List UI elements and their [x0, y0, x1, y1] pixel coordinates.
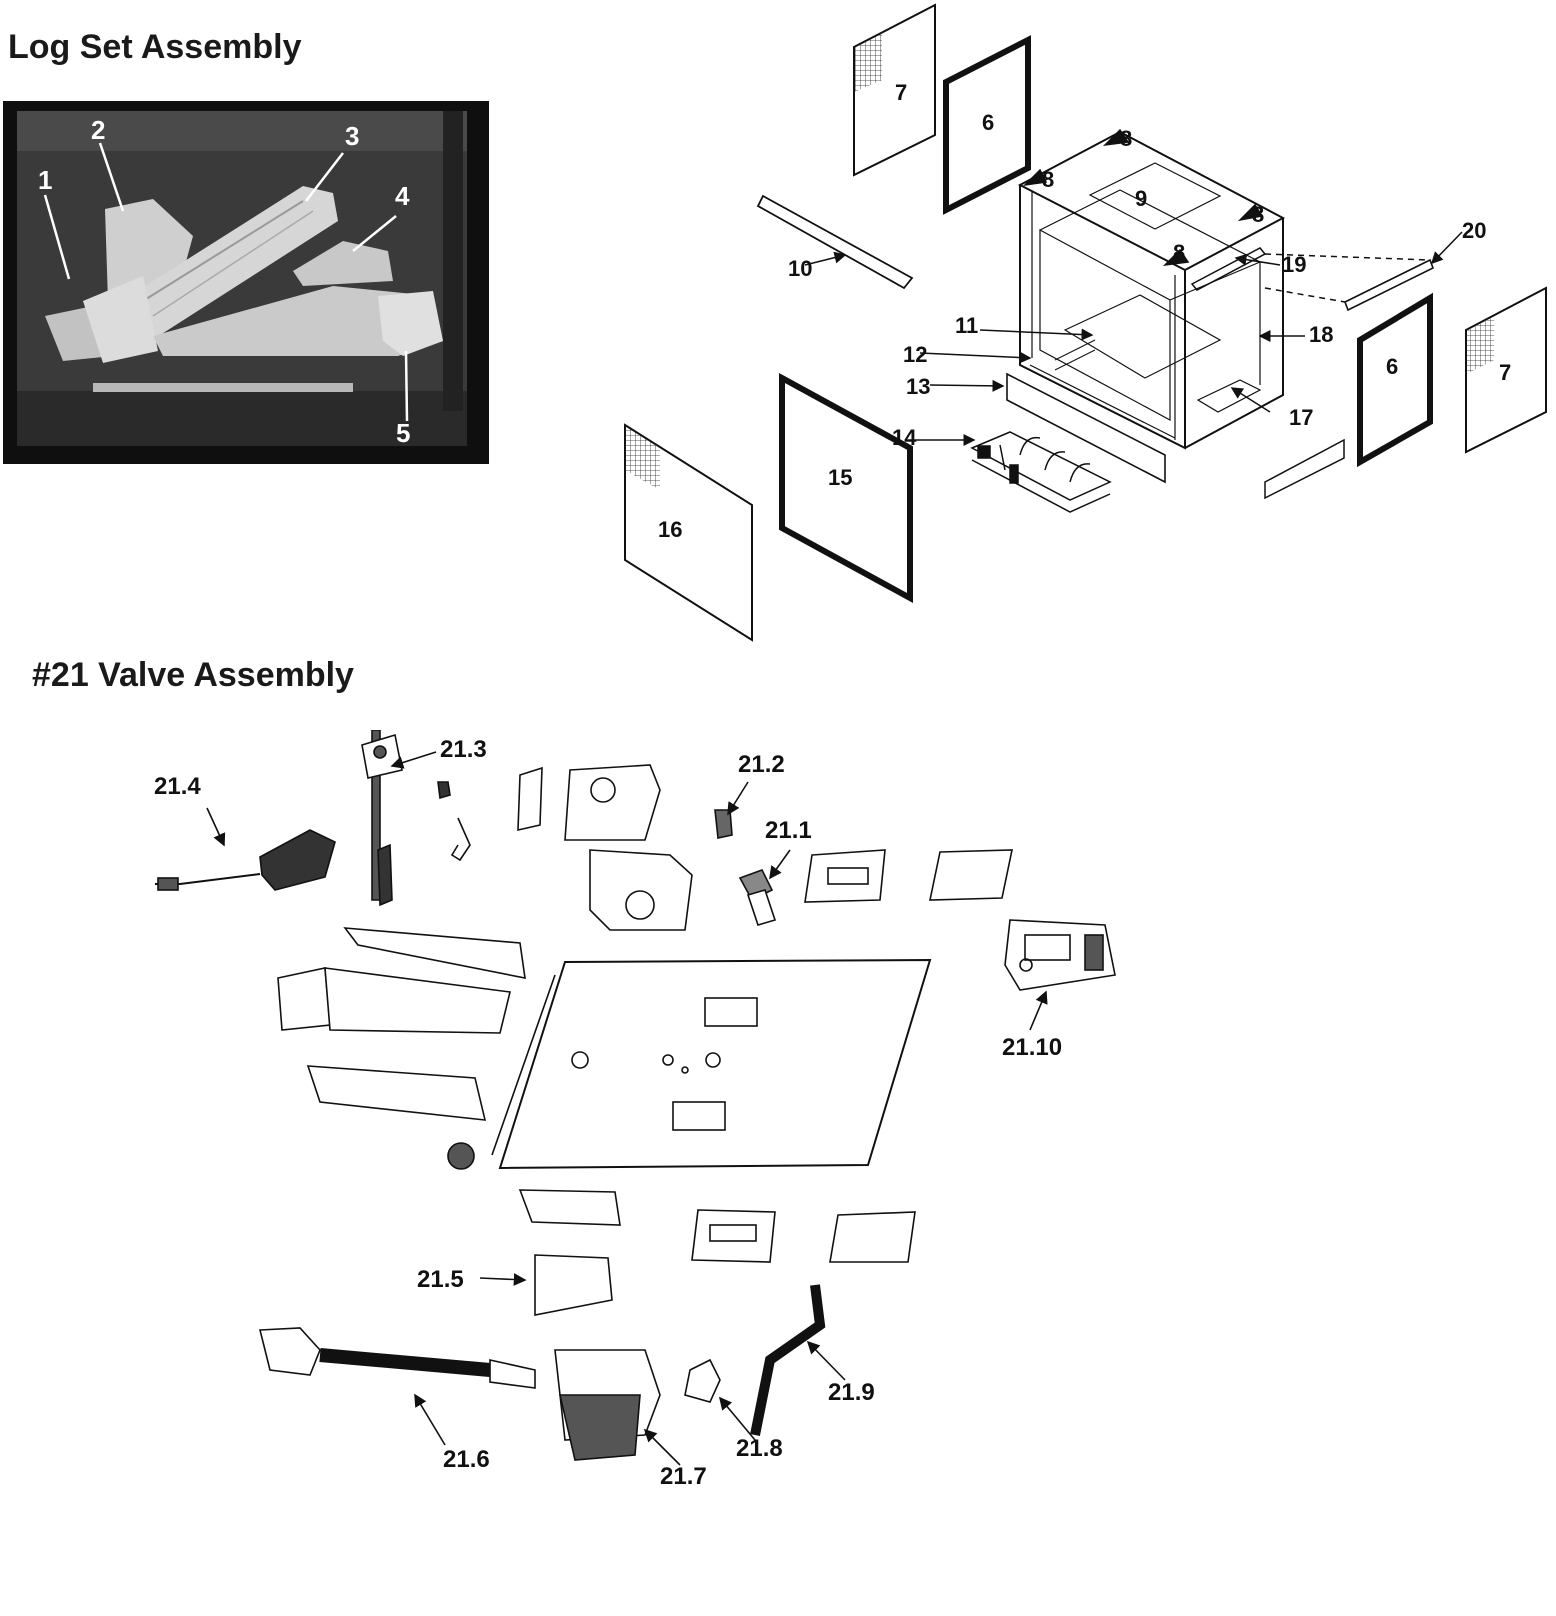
- valve-base-plate: [491, 958, 932, 1170]
- callout-7-top: 7: [895, 80, 907, 105]
- photo-callout-5: 5: [396, 418, 410, 448]
- trim-20: [1343, 258, 1435, 312]
- callout-21-1: 21.1: [765, 817, 812, 844]
- callout-21-6: 21.6: [443, 1446, 490, 1473]
- burner-tray-14: [970, 431, 1112, 513]
- callout-6-right: 6: [1386, 354, 1398, 379]
- tube-21-9: [750, 1284, 826, 1436]
- photo-callout-3: 3: [345, 121, 359, 151]
- callout-14: 14: [892, 425, 917, 450]
- callout-21-4: 21.4: [154, 773, 201, 800]
- callout-11: 11: [955, 313, 978, 338]
- log-part-4: [293, 241, 393, 286]
- log-set-photo: 1 2 3 4 5: [3, 101, 489, 464]
- valve-assembly-heading: #21 Valve Assembly: [32, 656, 354, 694]
- callout-13: 13: [906, 374, 930, 399]
- elbow-21-8: [684, 1358, 721, 1403]
- callout-17: 17: [1289, 405, 1313, 430]
- valve-assembly-diagram: 21.3 21.4 21.2 21.1 21.10 21.5 21.6 21.7…: [154, 730, 1116, 1490]
- igniter-21-3: [361, 730, 403, 907]
- gasket-6-top: [943, 35, 1031, 215]
- callout-9: 9: [1135, 186, 1147, 211]
- callout-8-d: 8: [1173, 240, 1185, 265]
- callout-6-top: 6: [982, 110, 994, 135]
- callout-12: 12: [903, 342, 927, 367]
- control-module-21-10: [1004, 919, 1116, 991]
- rail-10: [756, 194, 914, 290]
- callout-8-b: 8: [1042, 167, 1054, 192]
- callout-20: 20: [1462, 218, 1486, 243]
- flex-gas-line-21-6: [258, 1327, 536, 1389]
- bracket-21-5: [534, 1254, 613, 1316]
- fitting-21-1: [738, 869, 777, 926]
- gasket-15: [779, 372, 913, 604]
- callout-7-right: 7: [1499, 360, 1511, 385]
- callout-21-10: 21.10: [1002, 1034, 1062, 1061]
- gas-valve-21-7: [554, 1349, 661, 1461]
- photo-callout-4: 4: [395, 181, 410, 211]
- photo-callout-2: 2: [91, 115, 105, 145]
- callout-19: 19: [1282, 252, 1306, 277]
- trim-17: [1264, 438, 1345, 500]
- firebox: [1017, 128, 1286, 450]
- callout-10: 10: [788, 256, 812, 281]
- log-set-heading: Log Set Assembly: [8, 28, 302, 66]
- callout-21-8: 21.8: [736, 1435, 783, 1462]
- photo-callout-1: 1: [38, 165, 52, 195]
- fitting-21-2: [714, 809, 733, 839]
- log-part-3: [93, 186, 338, 346]
- callout-16: 16: [658, 517, 682, 542]
- front-trim-13: [1006, 372, 1166, 484]
- gasket-6-right: [1357, 292, 1433, 468]
- callout-15: 15: [828, 465, 852, 490]
- callout-21-9: 21.9: [828, 1379, 875, 1406]
- callout-21-3: 21.3: [440, 736, 487, 763]
- callout-21-2: 21.2: [738, 751, 785, 778]
- callout-18: 18: [1309, 322, 1333, 347]
- callout-21-7: 21.7: [660, 1463, 707, 1490]
- log-part-5: [378, 291, 443, 356]
- fireplace-exploded-diagram: 7 6 8 8 9 8 8 10 11 12 13 14 15 16 17 18…: [624, 3, 1547, 642]
- power-adapter-21-4: [155, 829, 336, 891]
- callout-8-c: 8: [1252, 202, 1264, 227]
- callout-8-a: 8: [1120, 126, 1132, 151]
- callout-21-5: 21.5: [417, 1266, 464, 1293]
